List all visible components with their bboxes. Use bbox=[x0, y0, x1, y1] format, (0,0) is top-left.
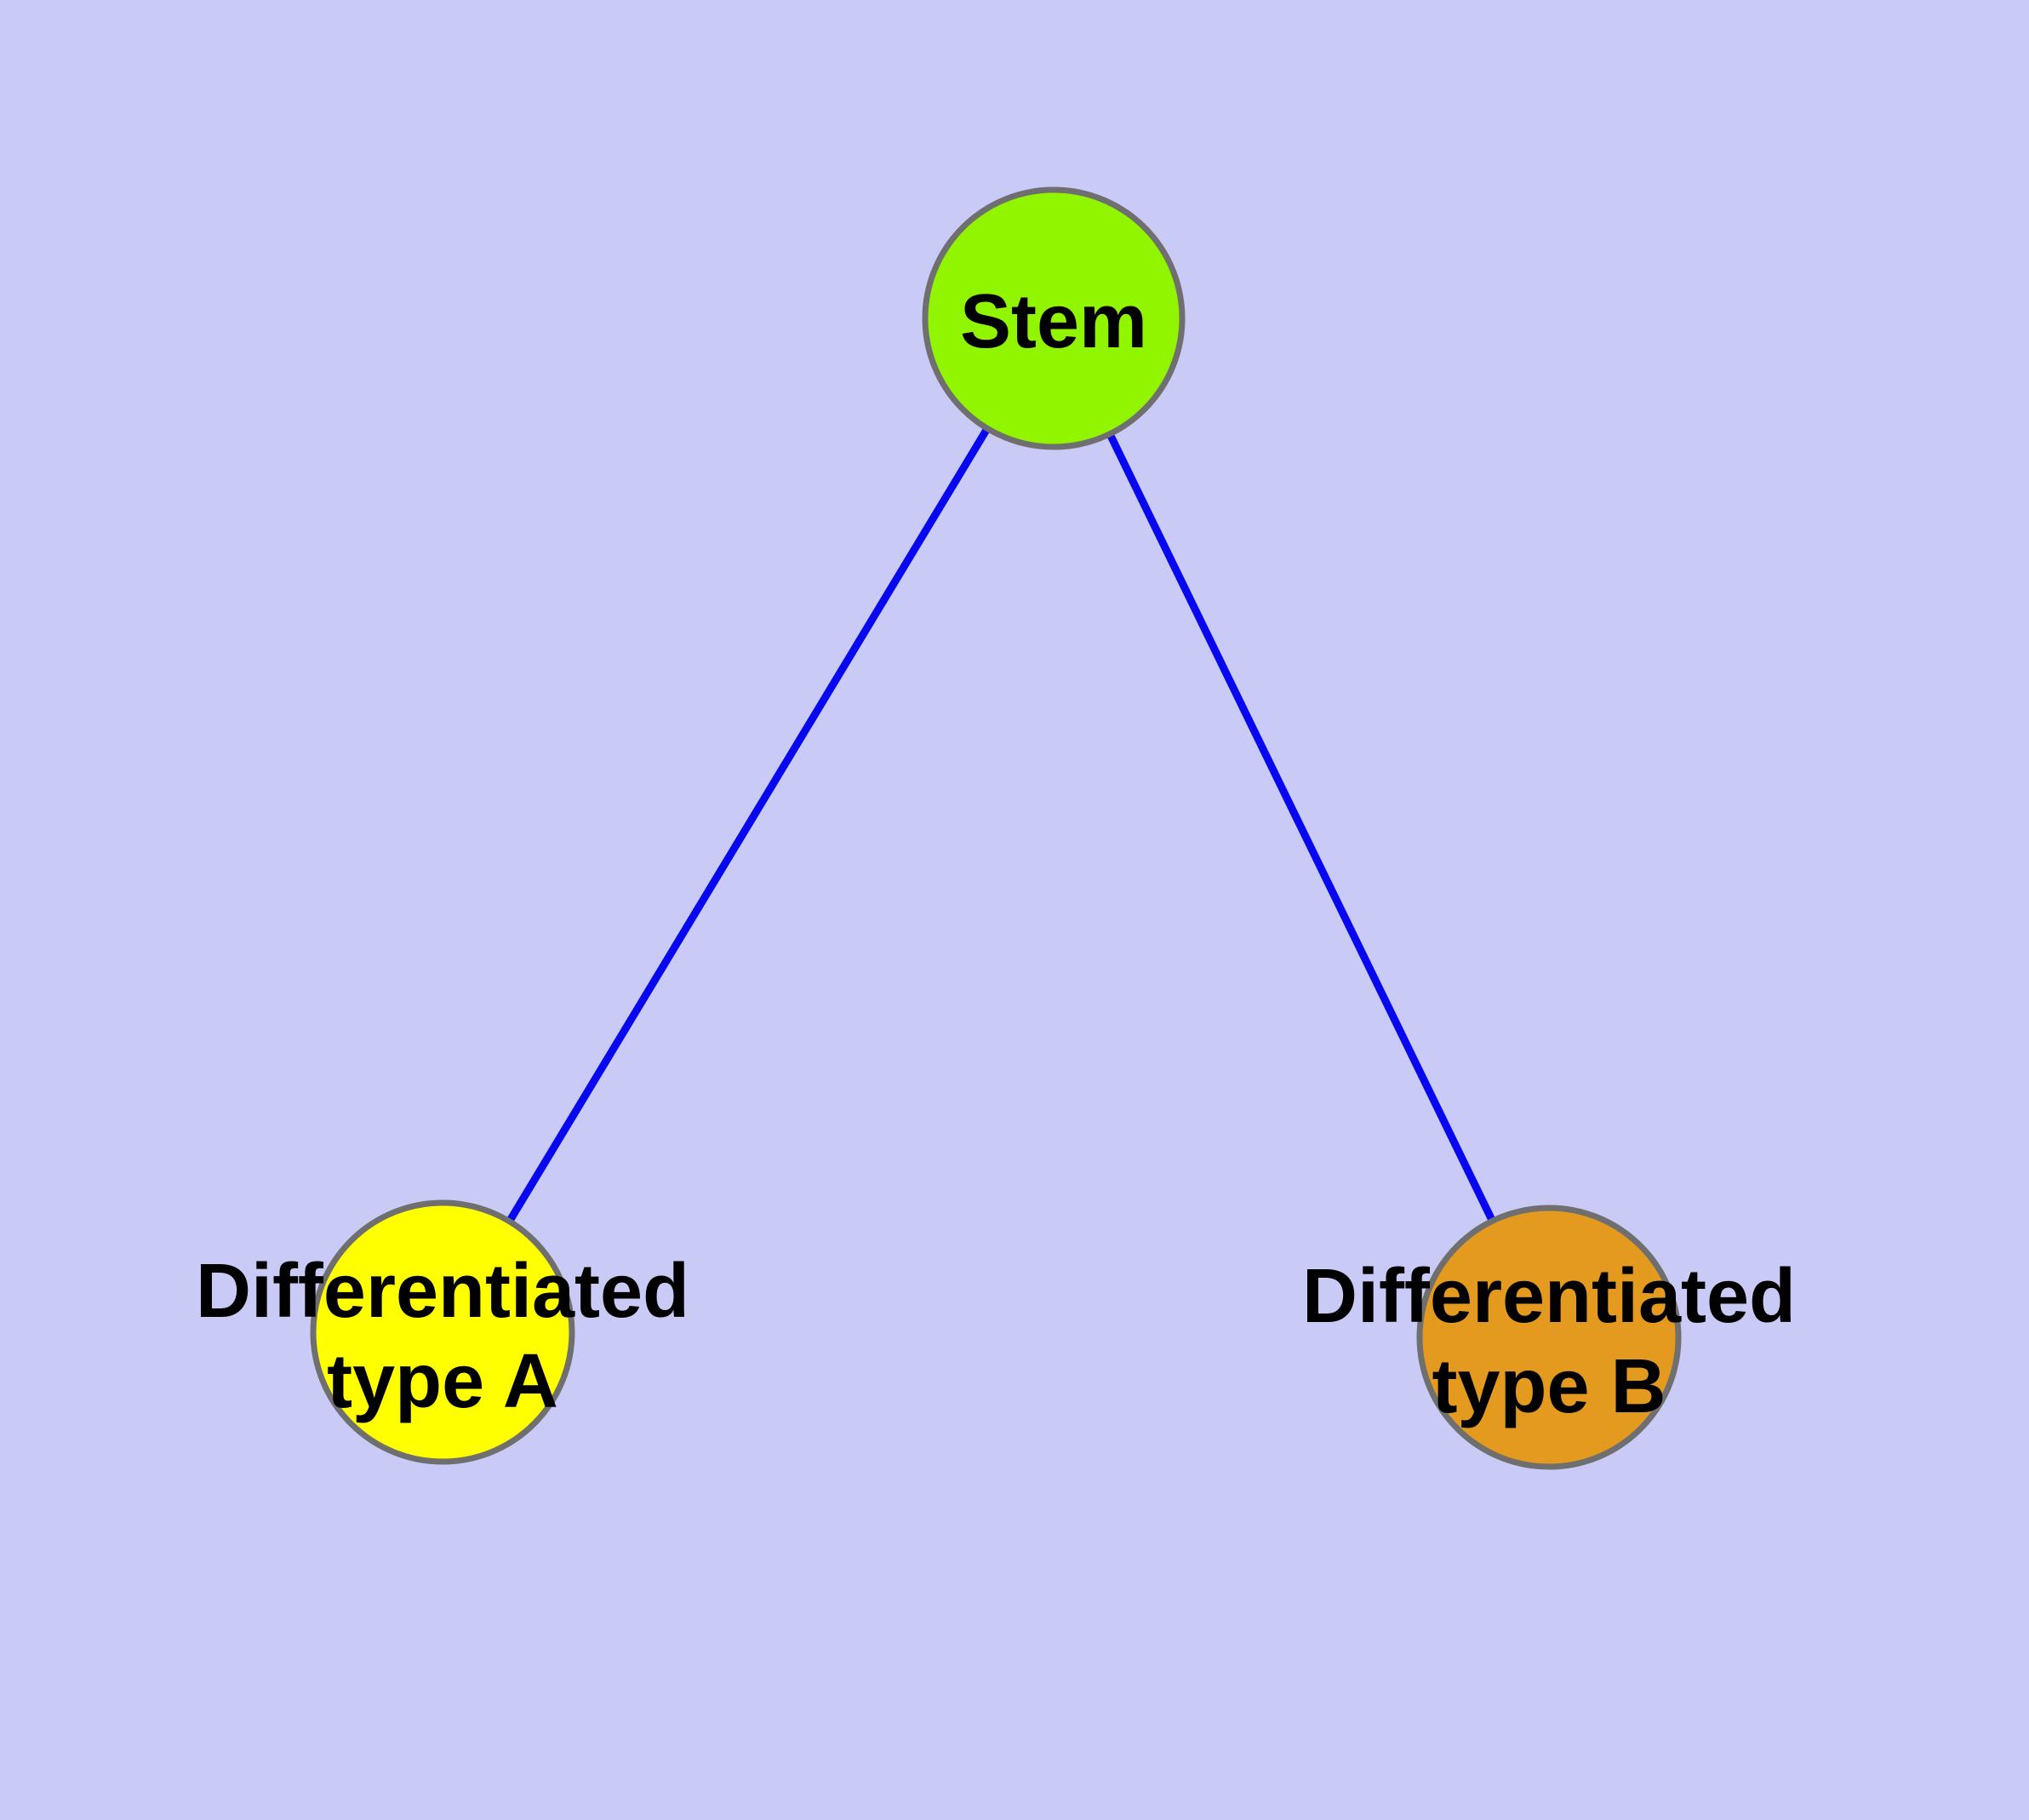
edge-stem-to-type-b bbox=[1049, 317, 1553, 1339]
differentiated-type-a-label-line2: type A bbox=[327, 1339, 558, 1424]
edge-stem-to-type-a bbox=[439, 316, 1057, 1335]
stem-node-circle bbox=[922, 186, 1186, 450]
node-labels: Stem Differentiated type A Differentiate… bbox=[196, 279, 1796, 1429]
stem-node-label: Stem bbox=[960, 279, 1147, 364]
nodes bbox=[310, 186, 1682, 1470]
edges bbox=[439, 316, 1553, 1339]
differentiated-type-b-node-circle bbox=[1416, 1205, 1682, 1470]
differentiated-type-a-label-line1: Differentiated bbox=[196, 1249, 689, 1334]
differentiated-type-a-node-circle bbox=[310, 1199, 575, 1465]
differentiated-type-b-label-line2: type B bbox=[1432, 1344, 1666, 1429]
differentiated-type-b-label-line1: Differentiated bbox=[1302, 1254, 1796, 1339]
